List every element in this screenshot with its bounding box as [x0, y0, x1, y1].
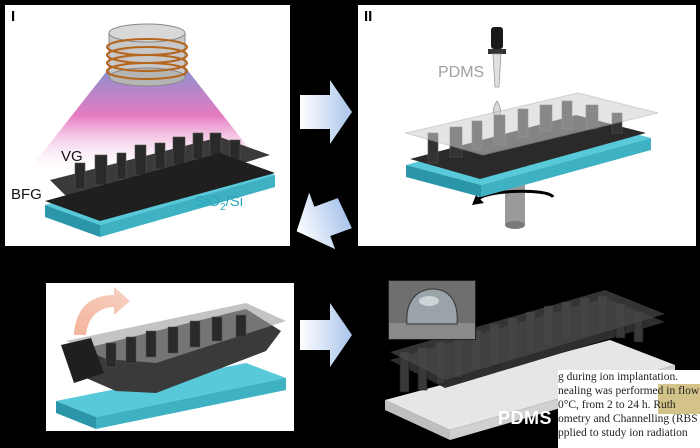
- text-fragment: g during ion implantation. nealing was p…: [558, 370, 700, 448]
- substrate-label: SiO2/Si: [195, 193, 244, 213]
- text-line-3: 0°C, from 2 to 24 h. Ruth: [558, 399, 676, 411]
- pdms-base-label: PDMS: [498, 408, 553, 428]
- panel-peel: [46, 283, 294, 431]
- arrow-right-top: [300, 80, 352, 144]
- arrow-diagonal-left: [296, 192, 352, 250]
- text-line-1: g during ion implantation.: [558, 371, 679, 383]
- vg-label: VG: [61, 148, 83, 165]
- bfg-layer: [45, 153, 275, 221]
- panel-coating: II PDMS: [358, 5, 696, 246]
- panel-label-1: I: [11, 8, 16, 25]
- text-line-2: nealing was performed in flow: [558, 385, 700, 397]
- arrow-right-bottom: [300, 303, 352, 367]
- text-line-4: ometry and Channelling (RBS: [558, 413, 698, 425]
- coil-wire: [106, 38, 188, 80]
- pdms-label: PDMS: [438, 64, 485, 81]
- bfg-label: BFG: [11, 186, 42, 203]
- rotation-arrow-icon: [476, 189, 555, 202]
- dropper-icon: [488, 27, 506, 118]
- text-line-5: pplied to study ion radiation: [558, 427, 688, 439]
- pdms-film: [404, 92, 659, 156]
- coating-illustration: [404, 27, 659, 229]
- vg-walls: [74, 132, 241, 190]
- panel-growth: I: [5, 5, 290, 246]
- peel-illustration: [56, 287, 286, 429]
- peel-arrow-icon: [74, 287, 130, 335]
- spin-shaft: [505, 177, 525, 225]
- substrate-side: [100, 175, 275, 237]
- contact-angle-inset: [388, 280, 476, 340]
- water-droplet-icon: [389, 288, 475, 339]
- peeled-walls: [105, 314, 247, 368]
- growth-illustration: [25, 23, 275, 237]
- panel-label-2: II: [364, 8, 373, 25]
- substrate-front: [45, 205, 100, 237]
